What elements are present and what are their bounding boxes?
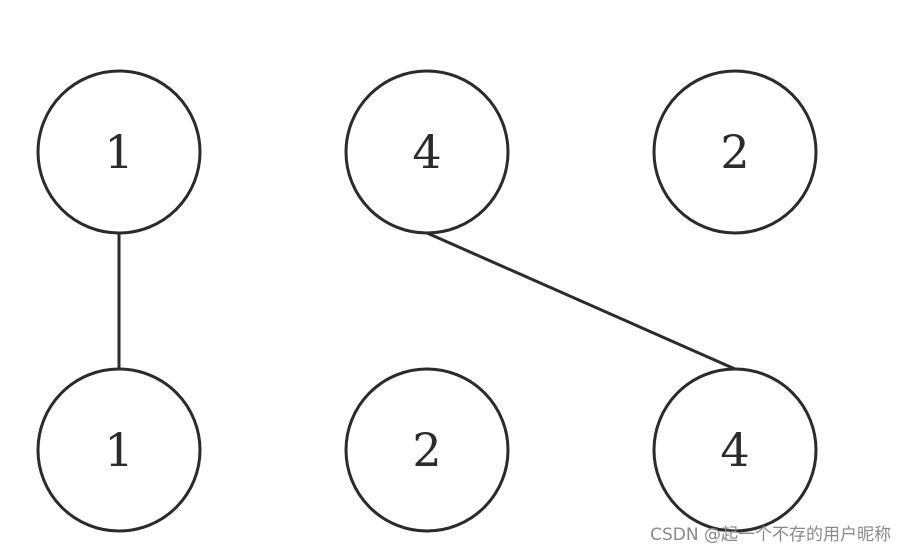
node-label: 1 <box>104 125 133 179</box>
node-label: 2 <box>720 125 749 179</box>
node-circle <box>652 69 818 235</box>
node-n6: 4 <box>652 367 818 533</box>
node-n3: 2 <box>652 69 818 235</box>
node-label: 4 <box>412 125 441 179</box>
node-label: 1 <box>104 423 133 477</box>
edge-n2-n6 <box>426 231 736 371</box>
node-circle <box>36 69 202 235</box>
node-label: 4 <box>720 423 749 477</box>
node-circle <box>652 367 818 533</box>
node-n4: 1 <box>36 367 202 533</box>
node-n2: 4 <box>344 69 510 235</box>
node-circle <box>344 367 510 533</box>
watermark-text: CSDN @起一个不存的用户昵称 <box>650 525 891 545</box>
node-circle <box>36 367 202 533</box>
nodes-layer: 1 4 2 1 2 4 <box>36 69 818 533</box>
node-n1: 1 <box>36 69 202 235</box>
node-label: 2 <box>412 423 441 477</box>
edges-layer <box>117 231 736 371</box>
node-n5: 2 <box>344 367 510 533</box>
node-circle <box>344 69 510 235</box>
